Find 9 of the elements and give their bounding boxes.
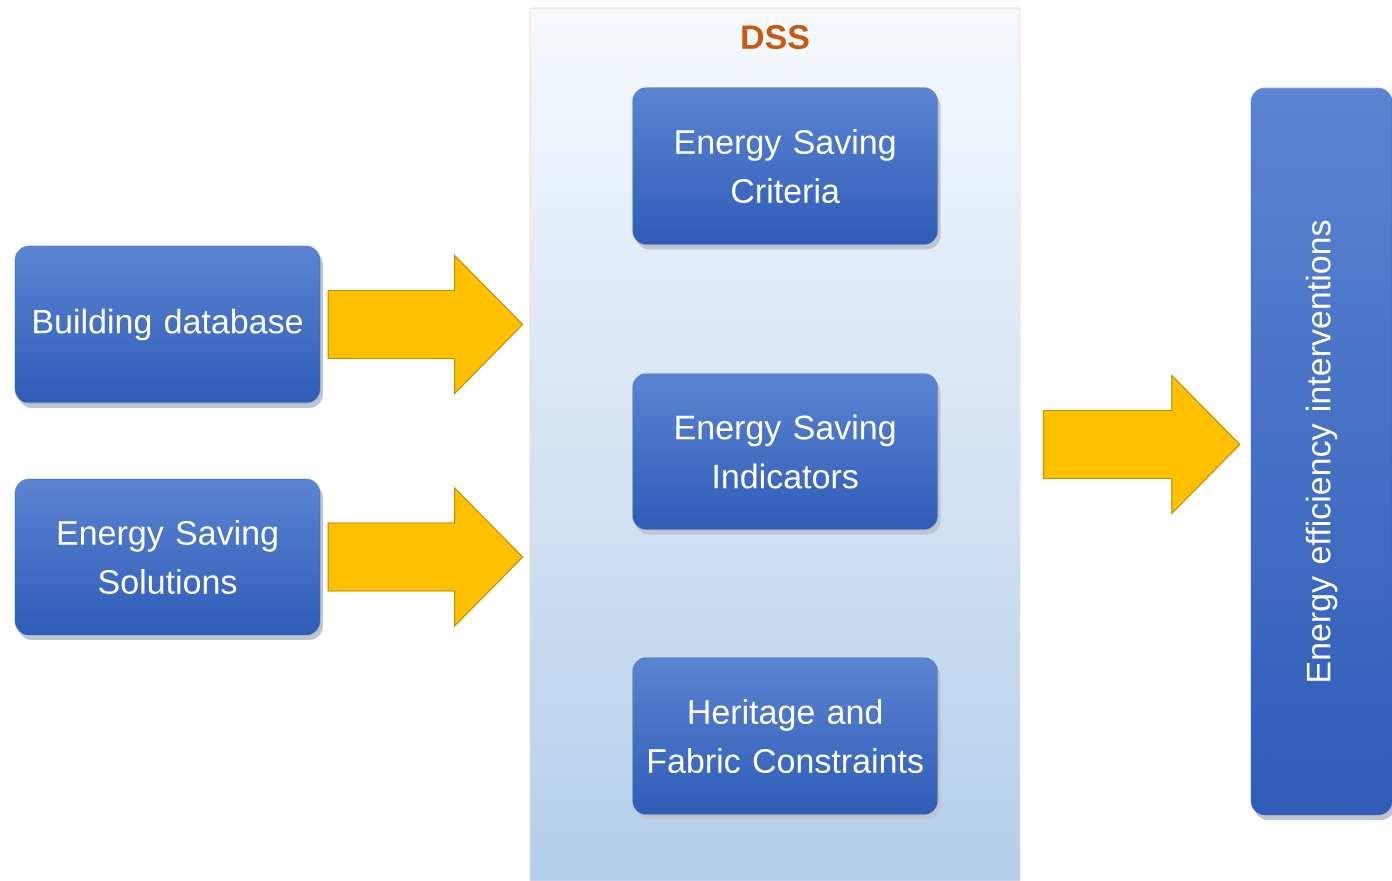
- process-box: Energy Saving Indicators: [632, 373, 941, 535]
- process-box: Building database: [14, 245, 323, 408]
- process-box: Energy Saving Criteria: [632, 87, 941, 250]
- block-arrow: [327, 254, 524, 395]
- block-arrow: [1042, 374, 1241, 515]
- block-arrow: [327, 486, 524, 628]
- process-box: Heritage and Fabric Constraints: [632, 657, 941, 820]
- process-box: Energy Saving Solutions: [14, 478, 323, 640]
- vertical-output-box: Energy efficiency interventions: [1250, 87, 1392, 820]
